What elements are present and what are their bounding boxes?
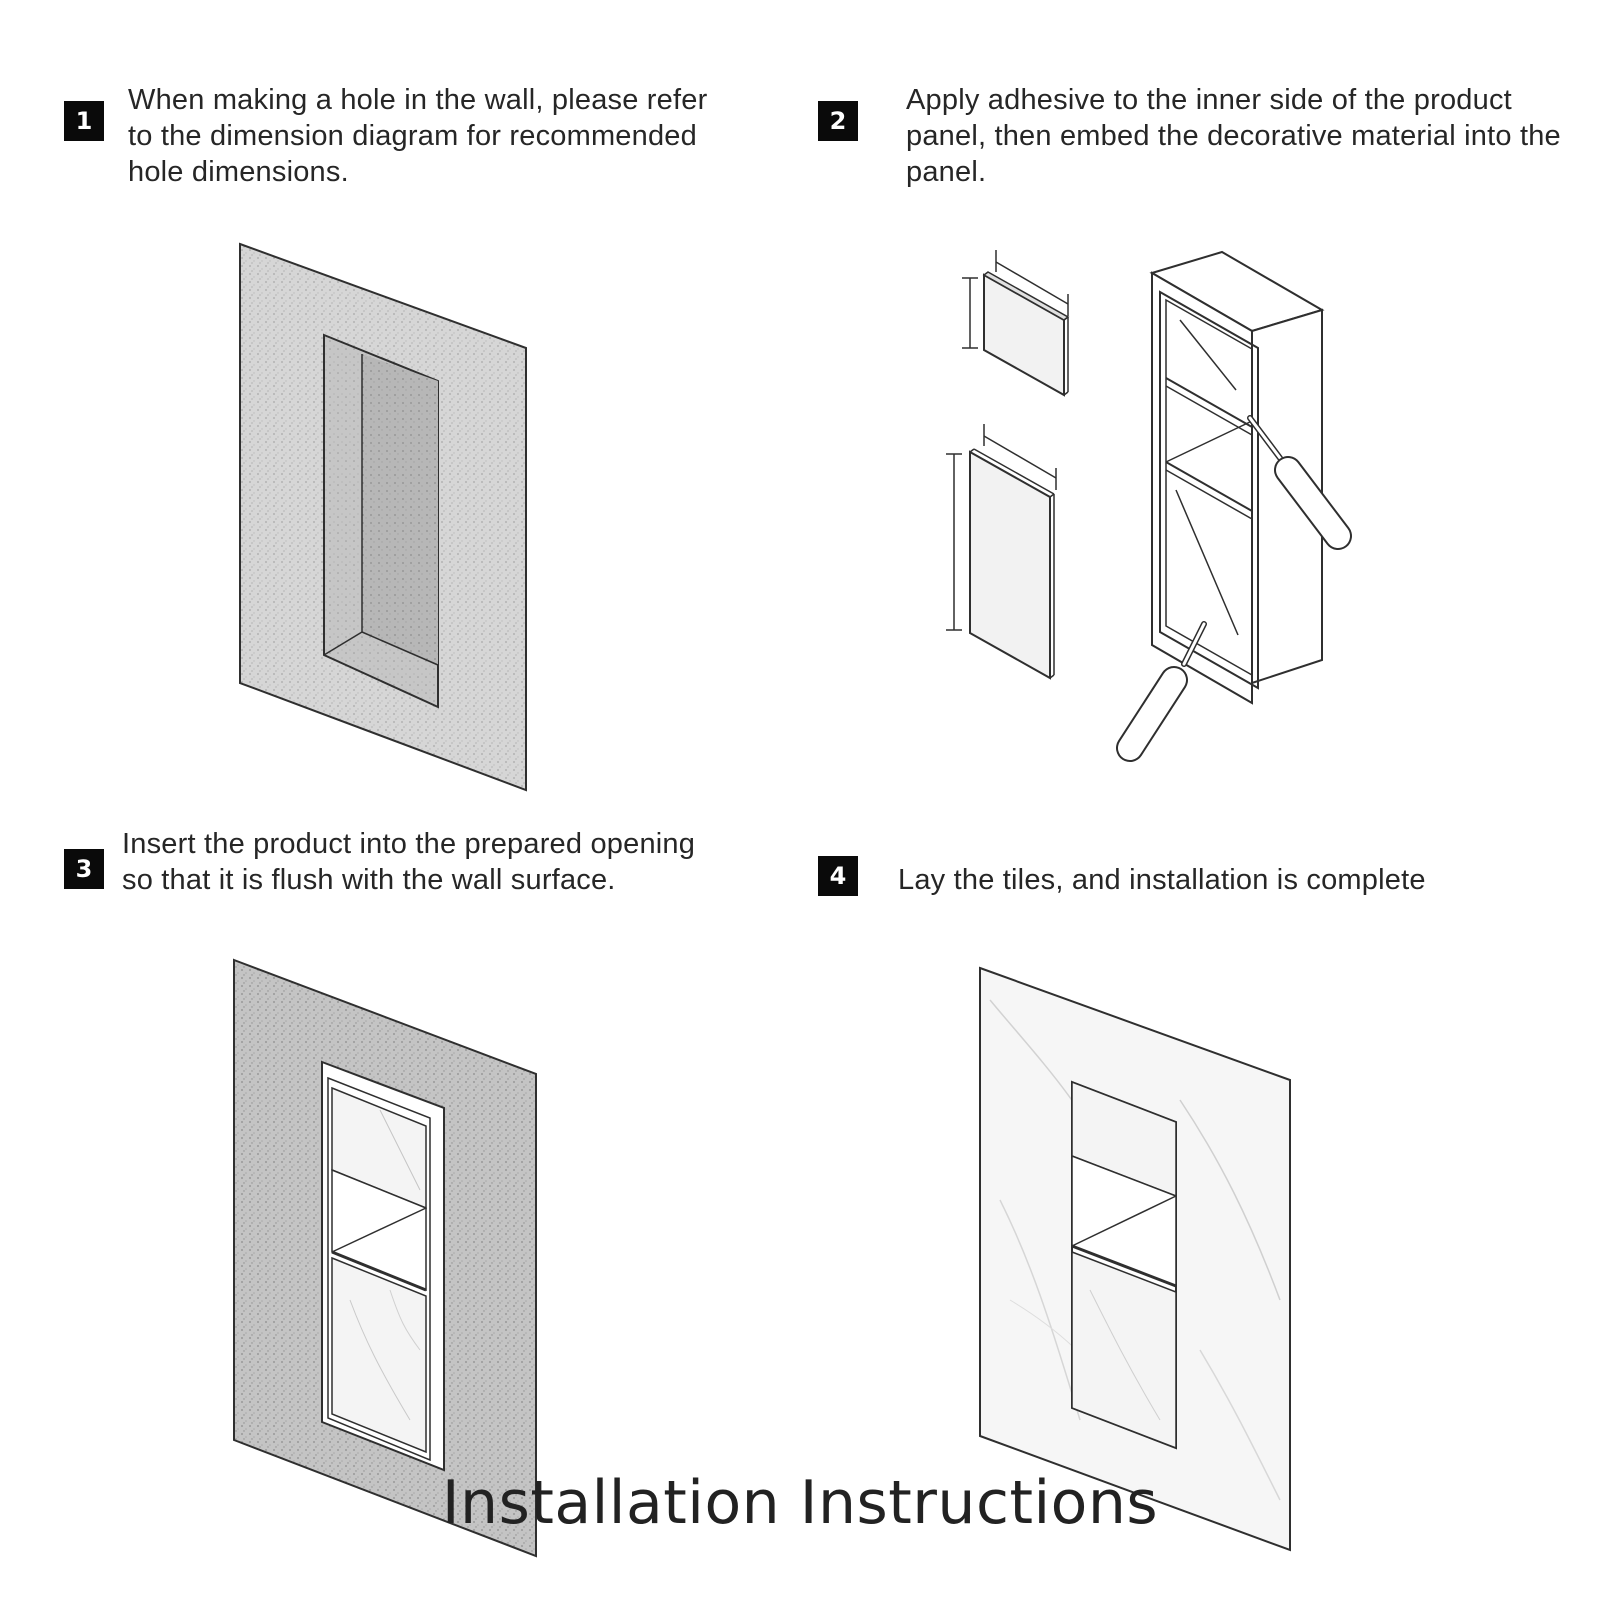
inserted-niche-illustration [233,958,537,1558]
step-1-text: When making a hole in the wall, please r… [128,84,708,188]
wall-with-hole-illustration [239,242,527,792]
tiled-wall-illustration [979,966,1291,1552]
step-2-text: Apply adhesive to the inner side of the … [906,84,1561,188]
step-number-badge: 3 [64,849,104,889]
step-number-badge: 2 [818,101,858,141]
adhesive-tube-icon [1116,621,1207,762]
step-number-badge: 1 [64,101,104,141]
step-3-text: Insert the product into the prepared ope… [122,828,696,896]
step-4-text: Lay the tiles, and installation is compl… [898,864,1426,896]
page-title: Installation Instructions [441,1468,1159,1538]
adhesive-panel-illustration [946,250,1352,762]
adhesive-tube-icon [1247,415,1352,550]
step-number-badge: 4 [818,856,858,896]
